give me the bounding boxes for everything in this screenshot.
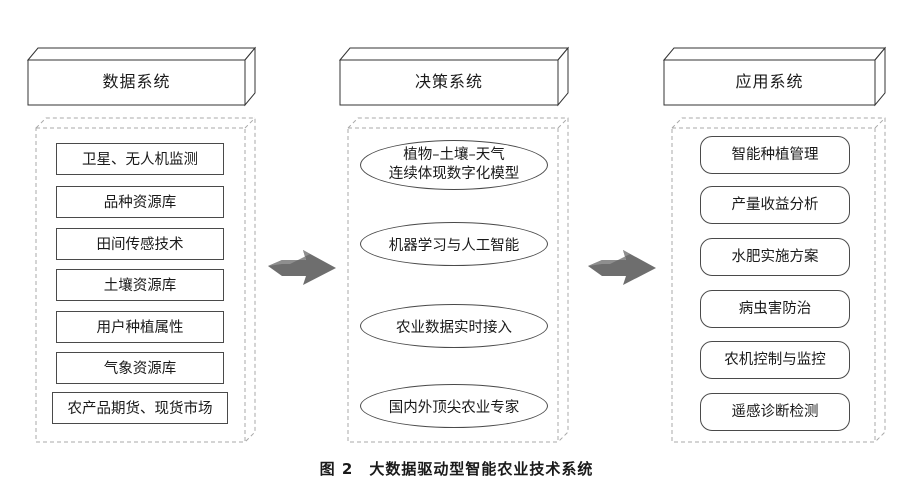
decision-item-machine-learning: 机器学习与人工智能 [360,222,548,266]
data-system-header-box [26,46,257,107]
application-system-panel [671,117,886,443]
right-arrow-icon [268,250,336,285]
data-system-title: 数据系统 [102,72,171,91]
decision-system-panel [347,117,569,443]
data-item-variety-database: 品种资源库 [56,186,224,218]
data-item-satellite-drone: 卫星、无人机监测 [56,143,224,175]
decision-system-title: 决策系统 [414,72,483,91]
app-item-fertigation-plan: 水肥实施方案 [700,238,850,276]
right-arrow-icon [588,250,656,285]
decision-item-experts: 国内外顶尖农业专家 [360,384,548,428]
app-item-smart-planting: 智能种植管理 [700,136,850,174]
app-item-yield-analysis: 产量收益分析 [700,186,850,224]
application-system-title: 应用系统 [735,72,804,91]
decision-system-header-box [338,46,570,107]
decision-item-digital-model: 植物–土壤–天气 连续体现数字化模型 [360,140,548,190]
data-item-weather-database: 气象资源库 [56,352,224,384]
data-item-user-planting: 用户种植属性 [56,311,224,343]
app-item-machinery-control: 农机控制与监控 [700,341,850,379]
decision-item-realtime-data: 农业数据实时接入 [360,304,548,348]
app-item-pest-control: 病虫害防治 [700,290,850,328]
application-system-header-box [662,46,887,107]
data-system-panel [35,117,256,443]
decision-item-digital-model-line1: 植物–土壤–天气 [403,147,505,163]
app-item-remote-sensing: 遥感诊断检测 [700,393,850,431]
data-item-futures-market: 农产品期货、现货市场 [52,392,228,424]
decision-item-digital-model-line2: 连续体现数字化模型 [388,166,520,182]
data-item-soil-database: 土壤资源库 [56,269,224,301]
figure-caption: 图 2 大数据驱动型智能农业技术系统 [319,460,594,478]
data-item-field-sensing: 田间传感技术 [56,228,224,260]
